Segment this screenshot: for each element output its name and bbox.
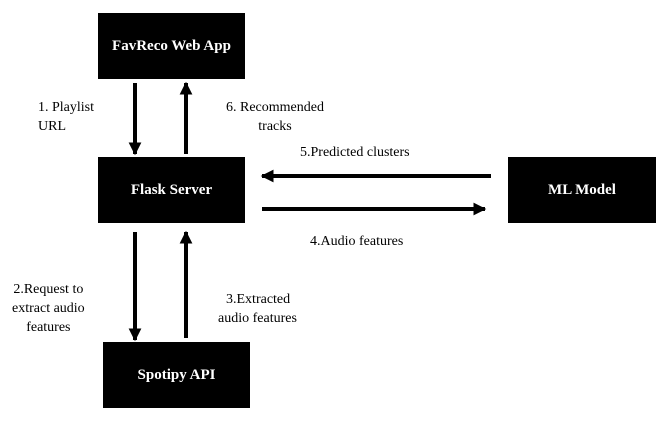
node-ml-model-label: ML Model — [548, 181, 616, 198]
edge-label-2-request-extract: 2.Request to extract audio features — [12, 282, 85, 335]
edge-label-1-playlist-url: 1. Playlist URL — [38, 100, 95, 134]
node-favreco-web-app-label: FavReco Web App — [112, 37, 231, 54]
edge-label-5-predicted-clusters: 5.Predicted clusters — [300, 145, 410, 160]
edge-label-4-audio-features: 4.Audio features — [310, 234, 404, 249]
node-favreco-web-app: FavReco Web App — [98, 13, 245, 79]
node-spotipy-api-label: Spotipy API — [137, 366, 216, 383]
node-ml-model: ML Model — [508, 157, 656, 223]
node-spotipy-api: Spotipy API — [103, 342, 250, 408]
node-flask-server: Flask Server — [98, 157, 245, 223]
edge-label-6-recommended-tracks: 6. Recommended tracks — [226, 100, 324, 134]
edge-label-3-extracted-audio: 3.Extracted audio features — [218, 292, 297, 326]
node-flask-server-label: Flask Server — [130, 181, 213, 198]
